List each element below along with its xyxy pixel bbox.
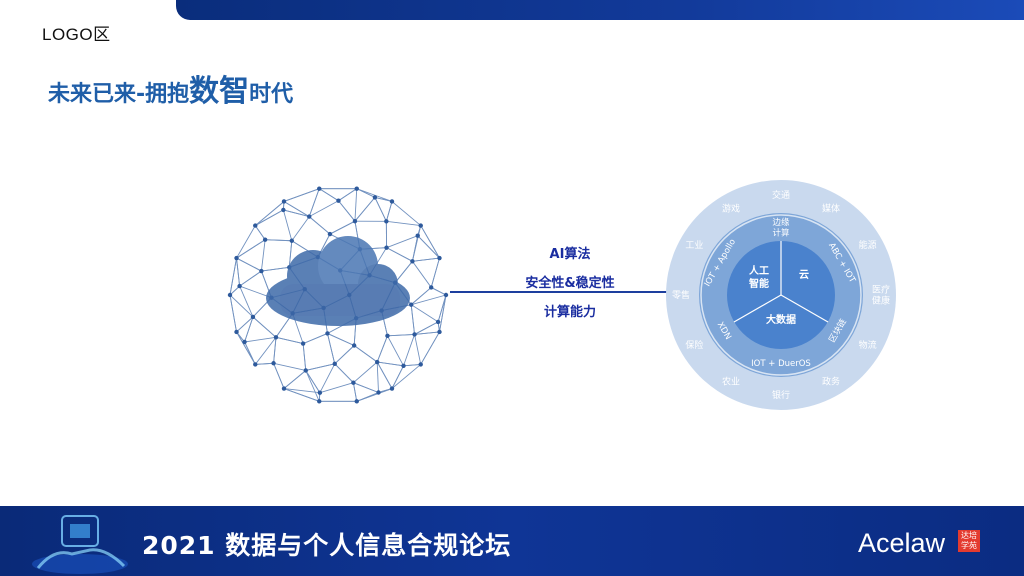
core-label: 大数据 <box>766 313 796 326</box>
middle-ring-label: 边缘 <box>772 217 790 228</box>
footer-title: 2021 数据与个人信息合规论坛 <box>142 526 511 562</box>
middle-ring-label: 计算 <box>772 227 790 238</box>
title-emphasis: 数智 <box>189 74 249 109</box>
hand-hologram-icon <box>20 508 140 574</box>
outer-ring-label: 能源 <box>859 239 877 251</box>
outer-ring-label: 零售 <box>672 289 690 301</box>
label-security-stability: 安全性&稳定性 <box>500 269 640 298</box>
core-label: 智能 <box>749 277 769 290</box>
outer-ring-label: 保险 <box>685 339 703 351</box>
cloud-icon <box>266 236 410 326</box>
top-accent-bar <box>176 0 1024 20</box>
logo-placeholder: LOGO区 <box>42 20 111 45</box>
outer-ring-label: 医疗 <box>872 284 890 296</box>
brand-badge: 达培学苑 <box>958 530 980 552</box>
outer-ring-label: 农业 <box>722 376 740 388</box>
outer-ring-label: 政务 <box>822 376 840 388</box>
outer-ring-label: 游戏 <box>722 202 740 214</box>
connector-labels: AI算法 安全性&稳定性 计算能力 <box>500 240 640 327</box>
outer-ring-label: 交通 <box>772 189 790 201</box>
outer-ring-label: 健康 <box>872 295 890 307</box>
outer-ring-label: 媒体 <box>822 202 840 214</box>
outer-ring-label: 物流 <box>859 339 877 351</box>
outer-ring-label: 银行 <box>772 389 790 401</box>
label-ai-algorithm: AI算法 <box>500 240 640 269</box>
core-label: 云 <box>799 269 809 281</box>
title-part1: 未来已来-拥抱 <box>48 82 189 107</box>
title-part2: 时代 <box>249 82 293 107</box>
cloud-network-sphere-image <box>218 180 458 410</box>
label-computing-power: 计算能力 <box>500 298 640 327</box>
core-label: 人工 <box>749 264 769 277</box>
outer-ring-label: 工业 <box>685 240 703 251</box>
brand-logo-text: Acelaw <box>858 528 945 559</box>
middle-ring-label: IOT + DuerOS <box>751 359 811 369</box>
slide-title: 未来已来-拥抱数智时代 <box>48 66 293 110</box>
